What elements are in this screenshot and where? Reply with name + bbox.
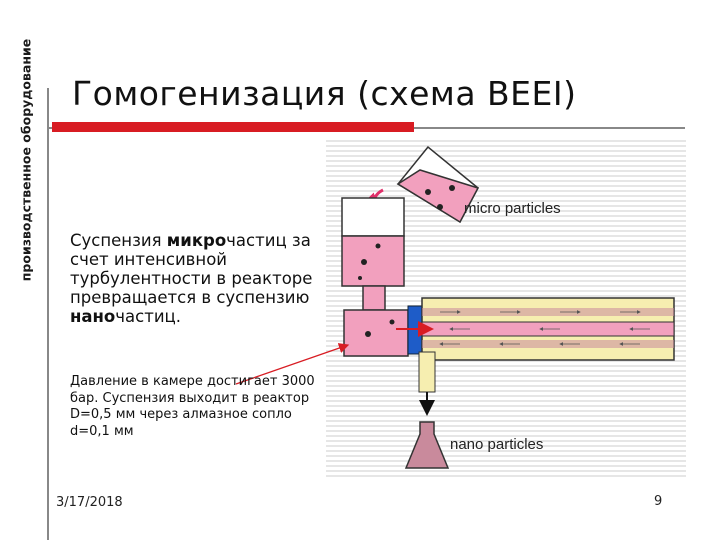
slide-title: Гомогенизация (схема BEEI) <box>72 74 577 113</box>
para1-text-3: частиц. <box>115 307 182 326</box>
reactor-tube <box>421 297 675 361</box>
vertical-rule <box>47 88 49 540</box>
collection-flask <box>404 421 450 469</box>
feed-funnel <box>396 145 480 224</box>
nano-particles-label: nano particles <box>450 436 543 453</box>
slide-date: 3/17/2018 <box>56 495 123 510</box>
para1-text-1: Суспензия <box>70 231 167 250</box>
pressure-note: Давление в камере достигает 3000 бар. Су… <box>70 374 315 439</box>
para1-text-2: частиц за счет интенсивной турбулентност… <box>70 231 313 307</box>
title-accent-bar <box>52 122 414 132</box>
outlet-pipe <box>418 351 436 393</box>
micro-particles-label: micro particles <box>464 200 561 217</box>
para1-bold-nano: нано <box>70 307 116 326</box>
para1-bold-micro: микро <box>166 231 227 250</box>
main-description: Суспензия микрочастиц за счет интенсивно… <box>70 231 340 326</box>
reservoir <box>341 197 405 287</box>
page-number: 9 <box>654 494 663 509</box>
pressure-chamber <box>343 309 409 357</box>
feed-pipe <box>362 285 386 311</box>
pointer-arrow <box>235 343 350 385</box>
